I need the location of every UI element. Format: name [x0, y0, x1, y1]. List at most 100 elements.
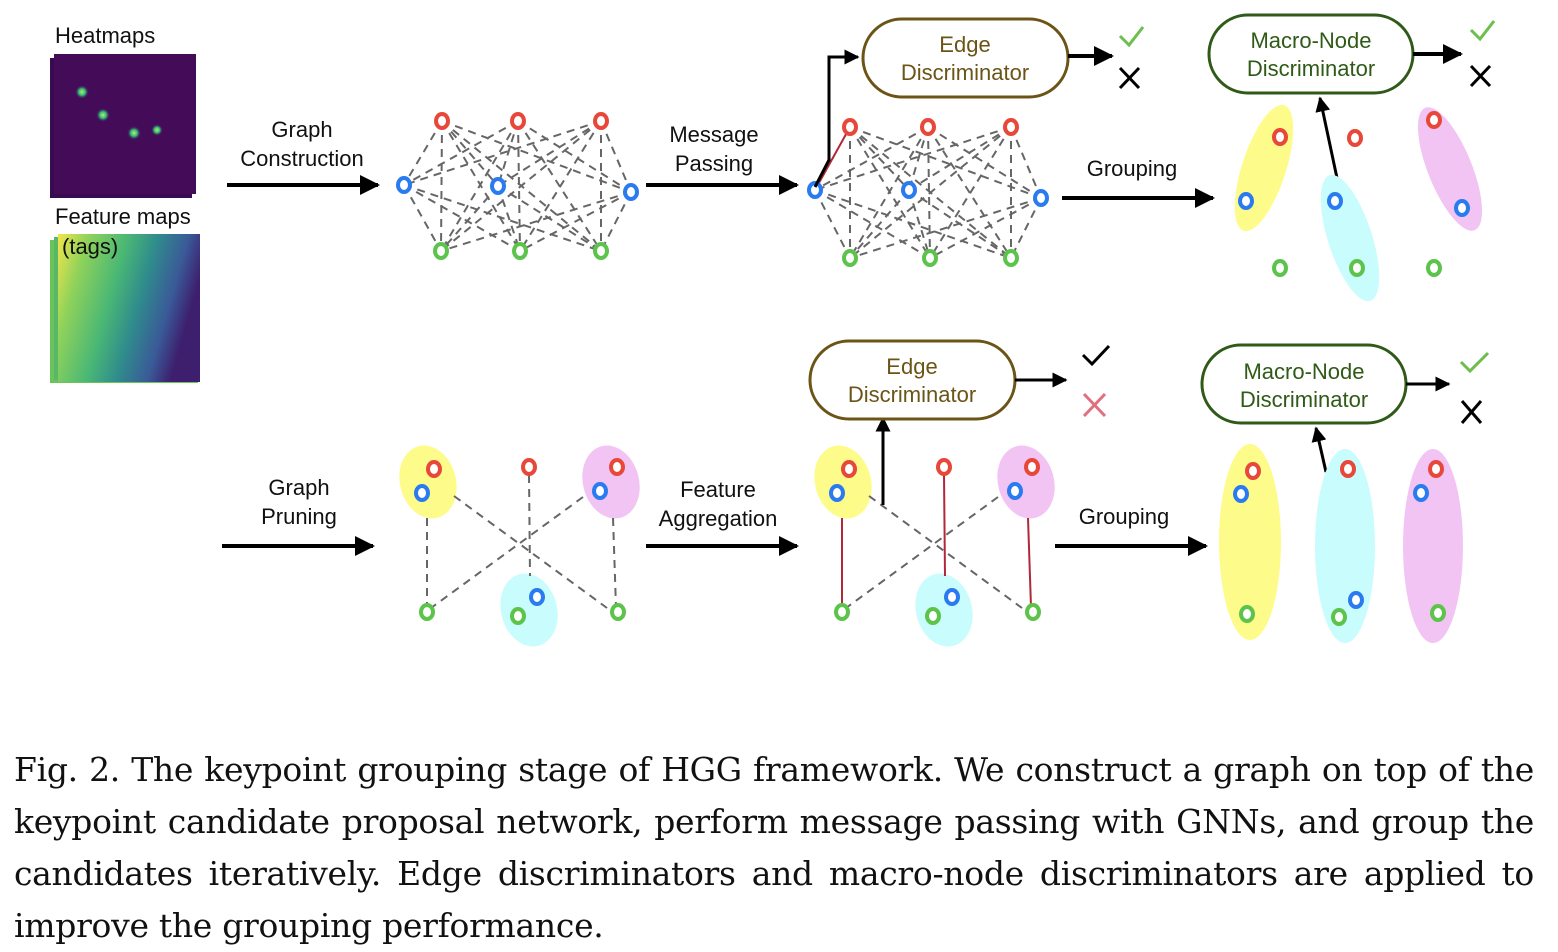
- message-passing-label-line1: Message: [669, 122, 758, 147]
- graph-edge: [868, 495, 1023, 609]
- graph-edge: [403, 184, 442, 252]
- check-icon: [1081, 344, 1111, 367]
- graph-edge: [517, 120, 521, 252]
- keypoint-node-green: [1430, 604, 1446, 622]
- keypoint-node-red: [1272, 128, 1288, 146]
- keypoint-node-blue: [1238, 192, 1254, 210]
- macro-node-discriminator-top-line2: Discriminator: [1247, 56, 1375, 81]
- heatmaps-stack: [50, 54, 196, 198]
- edge-to-discriminator-arrow-top: [813, 49, 860, 188]
- keypoint-node-blue: [592, 482, 608, 500]
- cross-icon: [1469, 64, 1492, 88]
- graph-edge: [849, 189, 910, 259]
- keypoint-node-green: [842, 249, 858, 267]
- graph-edge: [600, 120, 632, 193]
- group-ellipse-pink: [1417, 107, 1483, 231]
- graph-edge: [453, 495, 608, 609]
- edge-discriminator-top-line2: Discriminator: [901, 60, 1029, 85]
- graph-edge: [430, 496, 584, 609]
- keypoint-node-green: [593, 242, 609, 260]
- graph-edge: [403, 184, 602, 252]
- keypoint-node-green: [512, 242, 528, 260]
- graph-edge: [497, 185, 521, 252]
- constructed-graph: [396, 112, 639, 260]
- graph-edge: [403, 120, 519, 186]
- keypoint-node-blue: [807, 181, 823, 199]
- keypoint-node-red: [593, 112, 609, 130]
- group-ellipse-yellow: [814, 445, 872, 519]
- tags-label: (tags): [62, 234, 118, 259]
- cross-icon: [1460, 400, 1483, 424]
- edge-discriminator-box-top: [861, 17, 1070, 99]
- message-passing-graph: [807, 118, 1049, 267]
- keypoint-node-red: [434, 112, 450, 130]
- graph-edge: [497, 120, 519, 187]
- graph-edge: [1010, 126, 1042, 199]
- graph-edge: [441, 120, 521, 252]
- edge-discriminator-bottom-line2: Discriminator: [848, 382, 976, 407]
- keypoint-node-red: [1245, 462, 1261, 480]
- graph-edge: [814, 126, 1012, 191]
- keypoint-node-red: [842, 118, 858, 136]
- selected-edge: [1027, 517, 1032, 608]
- keypoint-node-blue: [944, 588, 960, 606]
- keypoint-node-green: [419, 603, 435, 621]
- graph-edge: [440, 191, 632, 252]
- graph-construction-label-line2: Construction: [240, 146, 364, 171]
- heatmap-peak: [96, 108, 110, 122]
- keypoint-node-blue: [901, 181, 917, 199]
- graph-edge: [929, 126, 1012, 259]
- check-icon: [1459, 351, 1490, 374]
- keypoint-node-red: [1426, 111, 1442, 129]
- feature-aggregation-label-line2: Aggregation: [659, 506, 778, 531]
- keypoint-node-green: [433, 242, 449, 260]
- hgg-keypoint-grouping-diagram: Heatmaps Feature maps (tags) Graph Const…: [50, 13, 1496, 647]
- keypoint-node-green: [1239, 605, 1255, 623]
- graph-edge: [1010, 197, 1042, 259]
- graph-edge: [927, 126, 931, 259]
- keypoint-node-green: [925, 607, 941, 625]
- graph-pruning-label-line2: Pruning: [261, 504, 337, 529]
- graph-edge: [440, 185, 499, 252]
- graph-edge: [849, 126, 910, 191]
- group-ellipse-cyan: [500, 573, 558, 647]
- keypoint-node-red: [920, 118, 936, 136]
- selected-edge: [943, 474, 946, 577]
- grouping-label-top: Grouping: [1087, 156, 1178, 181]
- keypoint-node-red: [1347, 129, 1363, 147]
- graph-edge: [497, 185, 602, 252]
- group-ellipse-cyan: [1320, 174, 1380, 302]
- cross-icon: [1118, 66, 1141, 90]
- heatmap-peak: [151, 124, 163, 136]
- graph-edge: [814, 126, 929, 191]
- graph-edge: [849, 197, 1042, 259]
- graph-edge: [519, 120, 602, 252]
- feature-maps-stack: [50, 234, 200, 383]
- keypoint-node-blue: [1327, 192, 1343, 210]
- check-icon: [1469, 20, 1496, 42]
- graph-edge: [612, 517, 617, 608]
- heatmap-peak: [75, 85, 89, 99]
- macro-node-discriminator-bottom-line1: Macro-Node: [1243, 359, 1364, 384]
- keypoint-node-blue: [490, 177, 506, 195]
- edge-discriminator-bottom-line1: Edge: [886, 354, 937, 379]
- keypoint-node-red: [609, 458, 625, 476]
- keypoint-node-red: [426, 460, 442, 478]
- graph-edge: [441, 120, 632, 193]
- selected-edge: [814, 126, 851, 191]
- keypoint-node-red: [1340, 460, 1356, 478]
- graph-edge: [814, 189, 851, 259]
- keypoint-node-red: [1024, 458, 1040, 476]
- keypoint-node-red: [1003, 118, 1019, 136]
- graph-edge: [849, 126, 1012, 259]
- graph-edge: [403, 120, 602, 186]
- grouping-label-bottom: Grouping: [1079, 504, 1170, 529]
- keypoint-node-blue: [1007, 482, 1023, 500]
- heatmap-peak: [127, 126, 141, 140]
- graph-edge: [908, 189, 931, 259]
- keypoint-node-blue: [1233, 485, 1249, 503]
- keypoint-node-red: [521, 458, 537, 476]
- keypoint-node-green: [1426, 259, 1442, 277]
- pruned-graph: [399, 445, 640, 647]
- graph-edge: [497, 120, 602, 187]
